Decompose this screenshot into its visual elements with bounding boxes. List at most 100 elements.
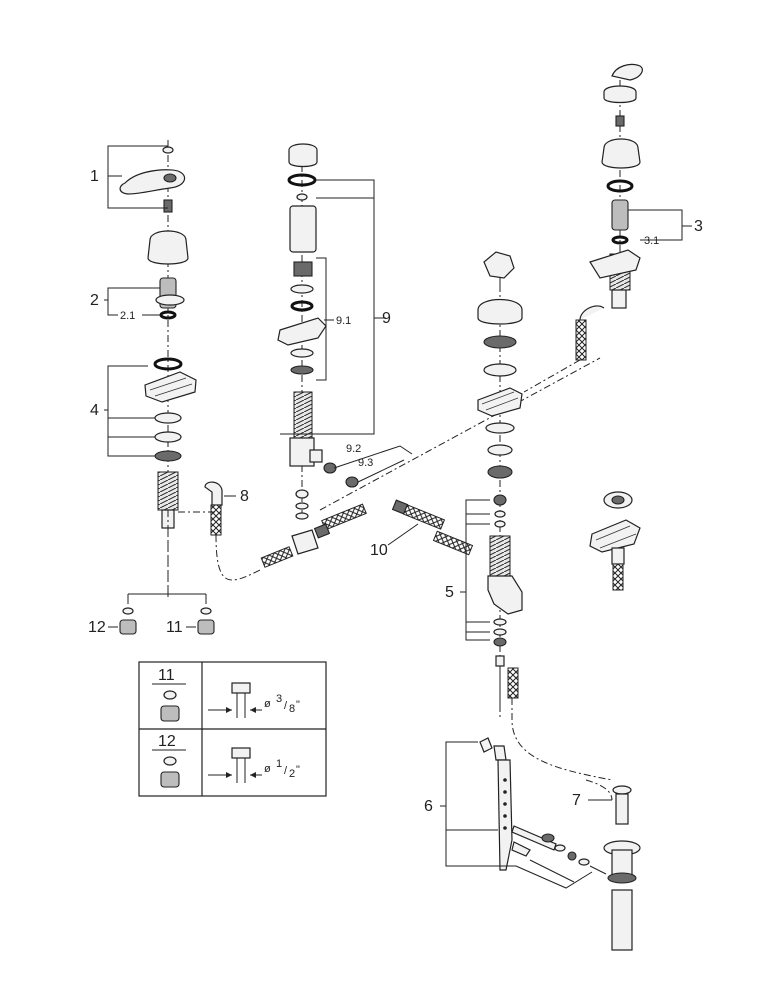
- size-legend-table: 11 ø 3 / 8 " 12 ø 1 / 2 ": [138, 661, 327, 797]
- center-mounting-plate: [477, 387, 523, 417]
- body-bottom-nut: [493, 637, 507, 647]
- drain-stopper-line: [585, 779, 613, 801]
- legend-11-dimension-lines: [208, 693, 262, 718]
- legend-12-fraction-den: 2: [289, 768, 295, 780]
- legend-11-number: 11: [158, 667, 175, 684]
- adapter-nuts: 12 11: [88, 510, 215, 636]
- legend-12-nut: [160, 771, 180, 788]
- alternate-outlet-unit: [589, 491, 641, 591]
- legend-12-number: 12: [158, 733, 176, 750]
- legend-11-arrows: [226, 707, 256, 713]
- lift-rod-clip: [479, 737, 493, 753]
- pivot-nut-2: [567, 851, 577, 861]
- strap-hole-1: [503, 778, 507, 782]
- callout-9-bracket: [280, 179, 386, 435]
- left-threaded-shank: [157, 471, 179, 511]
- body-bottom-pin: [495, 655, 505, 667]
- right-escutcheon-cap: [601, 138, 641, 169]
- spout-fitting-9-2: [323, 462, 337, 474]
- legend-11-slash: /: [284, 700, 288, 712]
- left-washer-2: [154, 431, 182, 443]
- drain-stopper-cap: [612, 785, 632, 795]
- left-plate-hatch: [149, 377, 193, 397]
- legend-11-washer: [163, 690, 177, 700]
- left-handle-hub: [163, 173, 177, 183]
- right-lever-handle: [611, 63, 643, 81]
- legend-12-slash: /: [284, 765, 288, 777]
- left-washer-1: [154, 412, 182, 424]
- legend-12-unit: ": [296, 764, 300, 776]
- pivot-washer: [578, 858, 590, 866]
- callout-6-label: 6: [424, 798, 433, 815]
- alt-outlet-body: [611, 547, 625, 565]
- callout-10-label: 10: [370, 542, 388, 559]
- drain-body: [611, 849, 633, 877]
- elbow-braided-hose: [210, 504, 222, 536]
- left-nut: [154, 450, 182, 462]
- right-o-ring: [606, 179, 634, 193]
- callout-1-label: 1: [90, 168, 99, 185]
- left-supply-hose: [260, 546, 294, 568]
- spout-fitting-9-3: [345, 476, 359, 488]
- right-cartridge: [611, 199, 629, 231]
- center-washer-2: [485, 422, 515, 434]
- center-body-assembly: [477, 251, 613, 781]
- drain-assembly: [479, 737, 641, 951]
- strap-hole-3: [503, 802, 507, 806]
- spout-washer-1: [290, 284, 314, 294]
- body-ring-1: [494, 510, 506, 518]
- callout-3-bracket: [628, 209, 692, 241]
- spout-lock-nut: [290, 365, 314, 375]
- callout-6-leads: [515, 859, 593, 889]
- drain-connection-line: [511, 698, 613, 781]
- legend-11-nut: [160, 705, 180, 722]
- alt-outlet-plate: [589, 519, 641, 553]
- alt-outlet-center: [611, 495, 625, 505]
- center-washer-3: [487, 444, 513, 456]
- part-10-hose-end: [432, 530, 474, 556]
- callout-9-3-label: 9.3: [358, 457, 373, 469]
- callout-6: 6: [424, 741, 593, 889]
- callout-11-label: 11: [166, 619, 183, 636]
- spout-lower-ring-1: [295, 489, 309, 499]
- center-plate-hatch: [481, 391, 519, 411]
- callout-1: 1: [90, 145, 168, 209]
- right-o-ring-3-1: [611, 235, 629, 245]
- spout-cap: [288, 143, 318, 168]
- drain-tailpiece: [611, 889, 633, 951]
- pivot-rod-end: [589, 865, 607, 875]
- callout-2-1-label: 2.1: [120, 310, 135, 322]
- center-washer-1: [483, 363, 517, 377]
- right-set-screw: [615, 115, 625, 127]
- callout-3-1-label: 3.1: [644, 235, 659, 247]
- part-10-hose-nut: [391, 499, 409, 515]
- adapter-11-nut: [197, 619, 215, 635]
- callout-9: 9 9.1 9.2 9.3: [280, 179, 413, 483]
- body-ring-2: [494, 520, 506, 528]
- legend-11-fitting: [231, 682, 251, 694]
- spout-lower-ring-3: [295, 512, 309, 520]
- callout-9-label: 9: [382, 310, 391, 327]
- diagonal-axis-line: [319, 357, 601, 511]
- right-valve-body: [611, 289, 627, 309]
- spout-small-ring: [296, 193, 308, 201]
- body-ring-3: [493, 618, 507, 626]
- center-escutcheon: [477, 299, 523, 325]
- body-threaded-shank: [489, 535, 511, 577]
- left-mounting-plate: [144, 371, 197, 403]
- legend-12-washer: [163, 756, 177, 766]
- strap-hole-5: [503, 826, 507, 830]
- body-valve-housing: [487, 575, 523, 615]
- callout-9-1-bracket: [316, 257, 327, 381]
- callout-9-2-9-3-leads: [333, 445, 413, 483]
- right-braided-hose: [575, 319, 587, 361]
- right-outlet-hose: [507, 667, 519, 699]
- callout-3-label: 3: [694, 218, 703, 235]
- legend-11-fraction-den: 8: [289, 703, 295, 715]
- callout-5: 5: [445, 499, 490, 641]
- adapter-bracket: [127, 593, 207, 604]
- left-escutcheon-cap: [147, 230, 189, 265]
- callout-8-label: 8: [240, 488, 249, 505]
- callout-10-lead: [387, 523, 419, 546]
- legend-11-unit: ": [296, 699, 300, 711]
